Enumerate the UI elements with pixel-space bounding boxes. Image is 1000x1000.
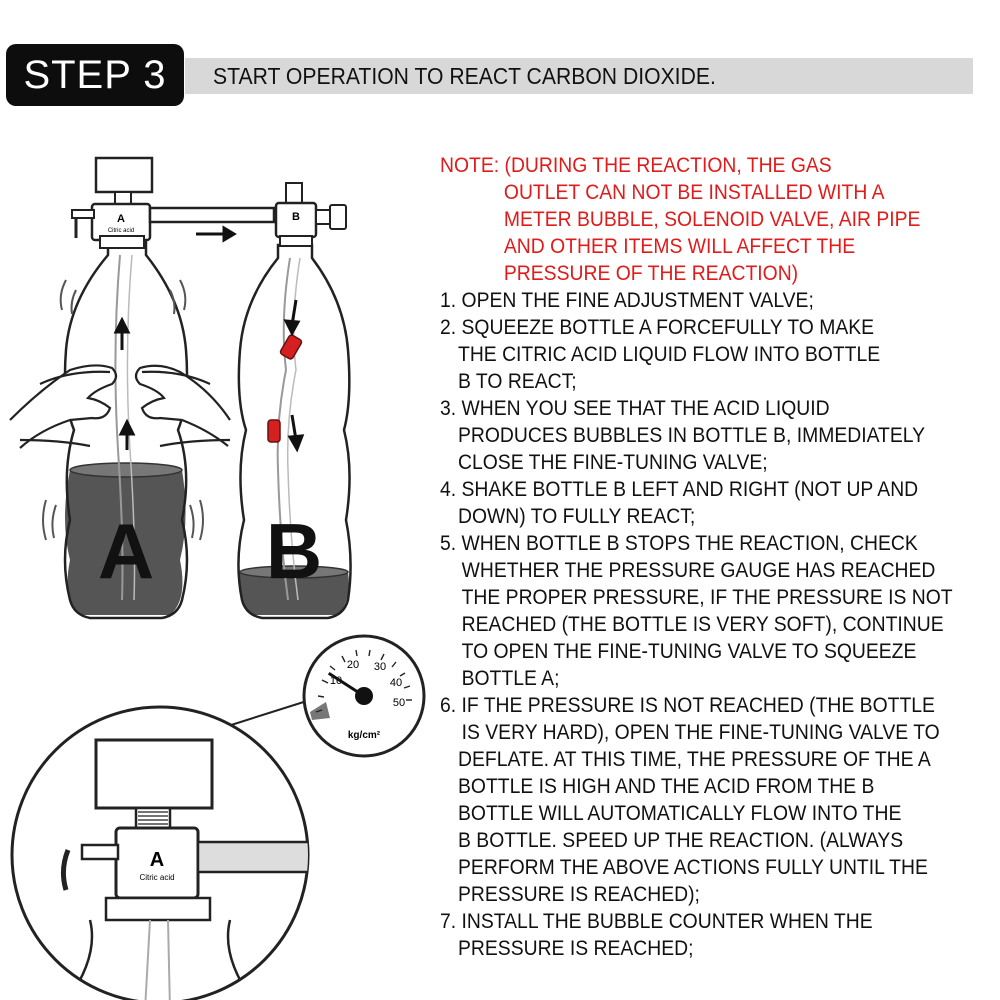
note-line: METER BUBBLE, SOLENOID VALVE, AIR PIPE [503, 207, 921, 231]
bottle-b-letter: B [266, 507, 322, 595]
zoom-cap-sub: Citric acid [139, 873, 174, 882]
step-line: B TO REACT; [458, 369, 577, 393]
bottle-a: A Citric acid A [63, 156, 189, 620]
step-line: BOTTLE WILL AUTOMATICALLY FLOW INTO THE [458, 801, 902, 825]
step-subtitle: START OPERATION TO REACT CARBON DIOXIDE. [213, 63, 716, 89]
step-line: PRESSURE IS REACHED; [458, 936, 694, 960]
step-line: CLOSE THE FINE-TUNING VALVE; [458, 450, 768, 474]
bottle-b-outline [237, 243, 352, 620]
shake-marks [42, 279, 204, 541]
gauge-tick-30: 30 [374, 661, 386, 673]
step-line: THE PROPER PRESSURE, IF THE PRESSURE IS … [461, 585, 953, 609]
hands [9, 364, 231, 449]
step-line: PRODUCES BUBBLES IN BOTTLE B, IMMEDIATEL… [458, 423, 926, 447]
bottle-illustration: A Citric acid A B B [9, 156, 426, 1000]
gauge-tick-10: 10 [330, 675, 342, 687]
step-line: REACHED (THE BOTTLE IS VERY SOFT), CONTI… [461, 612, 944, 636]
bottle-a-letter: A [98, 507, 154, 595]
step-line: BOTTLE IS HIGH AND THE ACID FROM THE B [458, 774, 875, 798]
note-block: NOTE: (DURING THE REACTION, THE GAS OUTL… [440, 152, 980, 287]
cap-b-letter: B [292, 211, 300, 223]
step-badge: STEP 3 [6, 44, 184, 106]
step-line: B BOTTLE. SPEED UP THE REACTION. (ALWAYS [458, 828, 904, 852]
step-line: 2. SQUEEZE BOTTLE A FORCEFULLY TO MAKE [440, 315, 875, 339]
step-line: 5. WHEN BOTTLE B STOPS THE REACTION, CHE… [440, 531, 918, 555]
step-line: PRESSURE IS REACHED); [458, 882, 700, 906]
flow-arrows [113, 225, 305, 453]
note-line: NOTE: (DURING THE REACTION, THE GAS [440, 153, 832, 177]
step-list: 1. OPEN THE FINE ADJUSTMENT VALVE; 2. SQ… [440, 287, 980, 962]
step-line: 7. INSTALL THE BUBBLE COUNTER WHEN THE [440, 909, 873, 933]
gauge-tick-40: 40 [390, 677, 402, 689]
step-line: 6. IF THE PRESSURE IS NOT REACHED (THE B… [440, 693, 935, 717]
connecting-pipe [148, 206, 276, 224]
step-line: BOTTLE A; [461, 666, 560, 690]
bottle-a-liquid [65, 470, 186, 615]
step-label: STEP 3 [23, 52, 167, 97]
step-line: TO OPEN THE FINE-TUNING VALVE TO SQUEEZE [461, 639, 917, 663]
note-line: PRESSURE OF THE REACTION) [503, 261, 799, 285]
step-line: WHETHER THE PRESSURE GAUGE HAS REACHED [461, 558, 936, 582]
gauge-tick-20: 20 [347, 659, 359, 671]
step-line: IS VERY HARD), OPEN THE FINE-TUNING VALV… [461, 720, 940, 744]
zoom-detail: A Citric acid [10, 705, 310, 1000]
step-line: PERFORM THE ABOVE ACTIONS FULLY UNTIL TH… [458, 855, 928, 879]
pressure-gauge: 10 20 30 40 50 kg/cm² [302, 634, 426, 758]
step-line: THE CITRIC ACID LIQUID FLOW INTO BOTTLE [458, 342, 881, 366]
cap-a-sub: Citric acid [108, 228, 134, 234]
step-line: DEFLATE. AT THIS TIME, THE PRESSURE OF T… [458, 747, 931, 771]
gauge-unit: kg/cm² [348, 730, 381, 741]
step-line: DOWN) TO FULLY REACT; [458, 504, 696, 528]
gauge-tick-50: 50 [393, 697, 405, 709]
note-line: OUTLET CAN NOT BE INSTALLED WITH A [503, 180, 885, 204]
step-line: 4. SHAKE BOTTLE B LEFT AND RIGHT (NOT UP… [440, 477, 919, 501]
note-line: AND OTHER ITEMS WILL AFFECT THE [503, 234, 856, 258]
bottle-b-liquid [239, 572, 349, 615]
bottle-b: B B [237, 182, 352, 620]
step-line: 3. WHEN YOU SEE THAT THE ACID LIQUID [440, 396, 830, 420]
instruction-panel: NOTE: (DURING THE REACTION, THE GAS OUTL… [440, 152, 980, 962]
cap-a-letter: A [117, 213, 125, 225]
step-line: 1. OPEN THE FINE ADJUSTMENT VALVE; [440, 288, 814, 312]
zoom-cap-letter: A [150, 849, 164, 871]
header-band [185, 58, 973, 94]
